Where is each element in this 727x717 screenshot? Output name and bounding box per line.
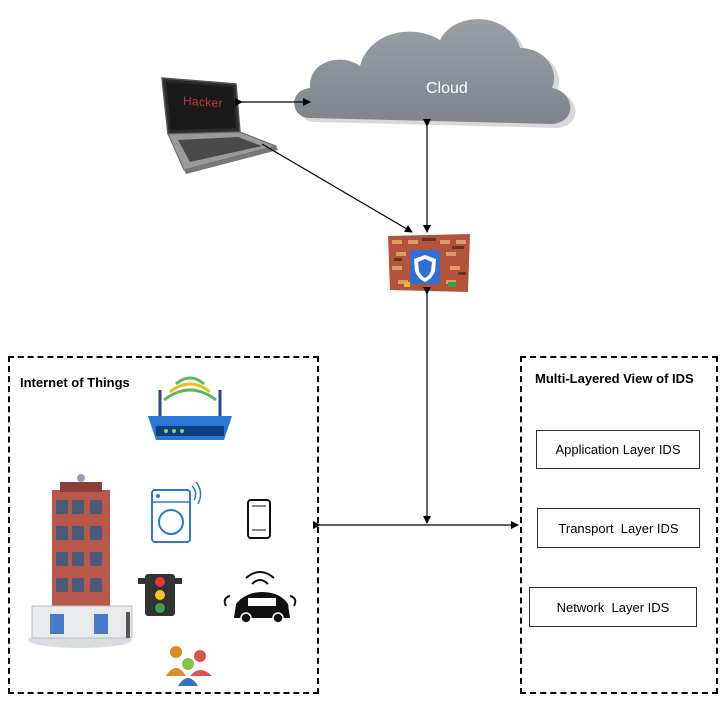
ids-layer-network: Network Layer IDS bbox=[529, 587, 697, 627]
smart-building-icon bbox=[28, 474, 133, 648]
smartphone-icon bbox=[247, 499, 271, 539]
cloud-label: Cloud bbox=[426, 80, 468, 97]
router-icon bbox=[148, 376, 232, 440]
connected-car-icon bbox=[223, 571, 297, 624]
cloud-icon bbox=[294, 19, 576, 128]
firewall-icon bbox=[388, 234, 470, 292]
iot-box bbox=[8, 356, 319, 694]
hacker-firewall-arrow bbox=[261, 143, 413, 233]
ids-layer-transport: Transport Layer IDS bbox=[537, 508, 700, 548]
ids-title: Multi-Layered View of IDS bbox=[535, 371, 694, 386]
traffic-light-icon bbox=[138, 574, 182, 616]
users-group-icon bbox=[166, 646, 212, 686]
laptop-icon bbox=[161, 77, 278, 174]
ids-box bbox=[520, 356, 718, 694]
iot-title: Internet of Things bbox=[20, 375, 130, 390]
washing-machine-icon bbox=[151, 481, 202, 543]
ids-layer-application: Application Layer IDS bbox=[536, 430, 700, 469]
hacker-label: Hacker bbox=[183, 93, 223, 111]
